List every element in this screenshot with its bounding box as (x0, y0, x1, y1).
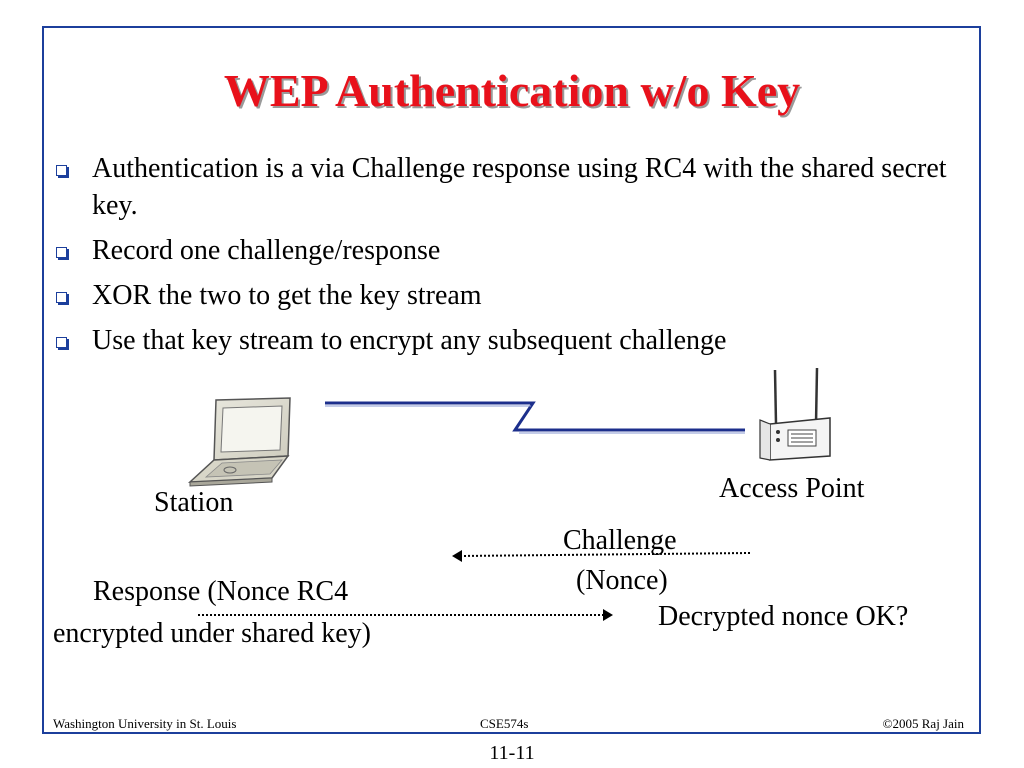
page-number: 11-11 (489, 742, 535, 764)
bullet-list: Authentication is a via Challenge respon… (56, 150, 976, 367)
bullet-text: Use that key stream to encrypt any subse… (92, 325, 727, 356)
challenge-label: Challenge (563, 525, 677, 556)
bullet-square-icon (56, 165, 67, 176)
station-label: Station (154, 487, 234, 518)
access-point-icon (759, 367, 831, 461)
bullet-square-icon (56, 337, 67, 348)
footer-course: CSE574s (480, 716, 529, 731)
challenge-nonce-label: (Nonce) (576, 565, 668, 596)
footer-copyright: ©2005 Raj Jain (882, 716, 964, 731)
footer-institution: Washington University in St. Louis (53, 716, 237, 731)
bullet-text: Record one challenge/response (92, 235, 441, 266)
bullet-text: Authentication is a via Challenge respon… (92, 153, 947, 221)
bullet-square-icon (56, 292, 67, 303)
bullet-square-icon (56, 247, 67, 258)
access-point-label: Access Point (719, 473, 865, 504)
bullet-item: Authentication is a via Challenge respon… (56, 150, 976, 224)
slide-frame (42, 26, 981, 734)
challenge-arrow (459, 552, 751, 557)
bullet-item: XOR the two to get the key stream (56, 277, 976, 314)
wireless-link (325, 401, 745, 432)
response-label-continued: encrypted under shared key) (53, 618, 371, 649)
slide-title: WEP Authentication w/o Key (223, 65, 801, 116)
bullet-item: Use that key stream to encrypt any subse… (56, 322, 976, 359)
response-label: Response (Nonce RC4 (93, 576, 349, 607)
bullet-text: XOR the two to get the key stream (92, 280, 482, 311)
laptop-icon (187, 397, 291, 487)
decrypted-nonce-label: Decrypted nonce OK? (658, 601, 909, 632)
bullet-item: Record one challenge/response (56, 232, 976, 269)
